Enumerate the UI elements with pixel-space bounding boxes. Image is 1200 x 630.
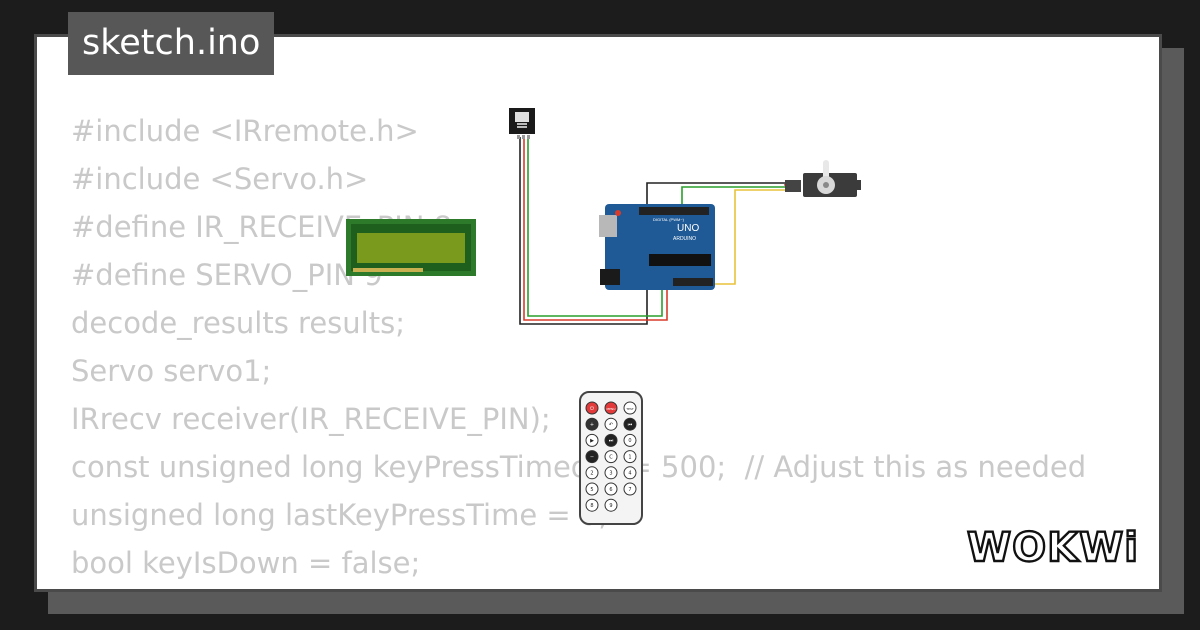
remote-button-label: ⏮ — [628, 422, 633, 428]
remote-button[interactable] — [623, 433, 637, 447]
remote-button[interactable] — [604, 433, 618, 447]
remote-button[interactable] — [623, 482, 637, 496]
remote-button-label: 8 — [590, 503, 593, 509]
remote-button[interactable] — [604, 498, 618, 512]
board-brand: ARDUINO — [673, 236, 696, 242]
remote-button-label: 2 — [590, 471, 593, 477]
remote-button[interactable] — [604, 482, 618, 496]
wokwi-logo: WOKWi — [966, 524, 1139, 571]
remote-button-label: ⏭ — [609, 438, 614, 444]
remote-button-label: TEST — [625, 407, 634, 411]
remote-button-label: ⏻ — [590, 406, 594, 412]
code-line: const unsigned long keyPressTimeout = 50… — [71, 450, 1087, 484]
remote-button[interactable] — [585, 450, 599, 464]
remote-button[interactable] — [623, 466, 637, 480]
file-title: sketch.ino — [68, 12, 275, 75]
remote-button[interactable] — [623, 417, 637, 431]
code-line: Servo servo1; — [71, 354, 272, 388]
remote-button[interactable] — [585, 482, 599, 496]
remote-button-label: C — [609, 454, 613, 460]
brand-text: WOKWi — [967, 525, 1139, 571]
code-line: IRrecv receiver(IR_RECEIVE_PIN); — [71, 402, 551, 436]
remote-button-label: 7 — [628, 487, 631, 493]
remote-button-label: + — [590, 422, 594, 428]
remote-button-label: − — [590, 454, 594, 460]
code-line: unsigned long lastKeyPressTime = 0; — [71, 498, 609, 532]
remote-button[interactable] — [604, 401, 618, 415]
remote-button-label: 9 — [609, 503, 612, 509]
board-header-label: DIGITAL (PWM~) — [653, 217, 685, 222]
ir-receiver[interactable] — [509, 108, 535, 139]
remote-button-label: 5 — [590, 487, 593, 493]
ir-remote[interactable]: ⏻ MENU TEST + ↶ ⏮ ▶ ⏭ 0 − C 1 2 3 4 5 6 7 8 9 — [579, 391, 643, 525]
remote-button[interactable] — [585, 466, 599, 480]
board-label: UNO — [677, 223, 699, 234]
remote-button[interactable] — [585, 401, 599, 415]
arduino-uno[interactable]: UNO ARDUINO DIGITAL (PWM~) — [599, 204, 715, 290]
code-line: #include <Servo.h> — [71, 162, 369, 196]
code-line: #include <IRremote.h> — [71, 114, 419, 148]
remote-button-label: 3 — [609, 471, 612, 477]
remote-button[interactable] — [604, 450, 618, 464]
remote-button[interactable] — [585, 433, 599, 447]
circuit-diagram: UNO ARDUINO DIGITAL (PWM~) ⏻ MENU TEST + ↶ ⏮ ▶… — [346, 108, 861, 525]
remote-button-label: 4 — [628, 471, 631, 477]
remote-button[interactable] — [604, 417, 618, 431]
remote-button-label: ↶ — [609, 422, 613, 428]
code-preview: #include <IRremote.h>#include <Servo.h>#… — [71, 107, 1087, 589]
remote-button-label: MENU — [607, 407, 616, 411]
code-line: decode_results results; — [71, 306, 405, 340]
wire-ir-black — [519, 137, 790, 325]
remote-button-label: 6 — [609, 487, 612, 493]
remote-button[interactable] — [585, 498, 599, 512]
code-line: bool keyIsDown = false; — [71, 546, 421, 580]
wire-servo-yellow — [697, 189, 793, 285]
remote-button-label: ▶ — [590, 438, 594, 444]
remote-button[interactable] — [623, 450, 637, 464]
servo-motor[interactable] — [785, 160, 861, 197]
remote-button-label: 0 — [628, 438, 631, 444]
remote-button[interactable] — [623, 401, 637, 415]
lcd-display[interactable] — [346, 219, 476, 276]
remote-button[interactable] — [604, 466, 618, 480]
preview-card: #include <IRremote.h>#include <Servo.h>#… — [34, 34, 1162, 592]
remote-button-label: 1 — [628, 454, 631, 460]
remote-button[interactable] — [585, 417, 599, 431]
